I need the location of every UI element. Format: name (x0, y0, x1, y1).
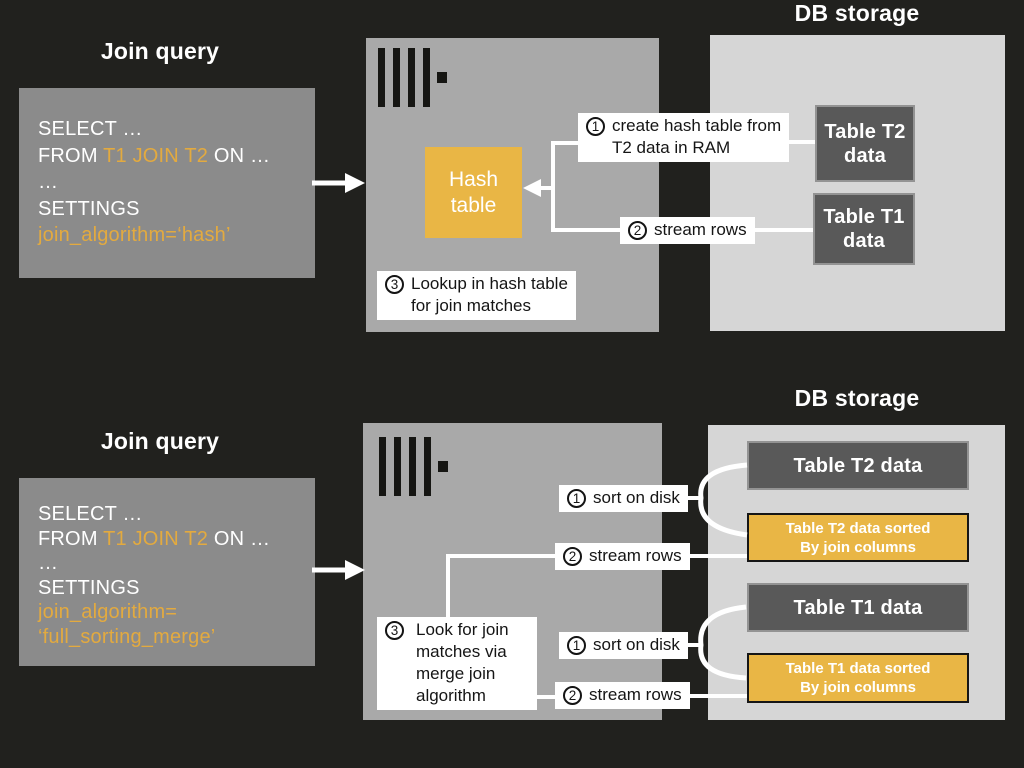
step-label-sort-on-disk-t1: 1 sort on disk (559, 632, 688, 659)
sql-settings-line: SETTINGS (38, 197, 140, 220)
circled-3-icon: 3 (385, 621, 404, 640)
top-db-storage-title: DB storage (794, 0, 920, 26)
logo-bar (424, 437, 431, 496)
bottom-join-query-title: Join query (100, 428, 220, 454)
step-text: stream rows (589, 546, 682, 565)
step-label-create-hash-table: 1 create hash table from T2 data in RAM (578, 113, 790, 162)
table-t2-data-box: Table T2 data (815, 105, 915, 182)
table-t1-data-sorted-box: Table T1 data sorted By join columns (747, 653, 969, 703)
top-join-query-title: Join query (100, 38, 220, 64)
sql-algorithm-line-1: join_algorithm= (38, 601, 178, 623)
circled-2-icon: 2 (563, 547, 582, 566)
step-label-sort-on-disk-t2: 1 sort on disk (559, 485, 688, 512)
circled-2-icon: 2 (563, 686, 582, 705)
logo-bar (378, 48, 385, 107)
table-t2-data-box: Table T2 data (747, 441, 969, 490)
step-label-stream-rows-t2: 2 stream rows (555, 543, 690, 570)
top-query-box (19, 88, 315, 278)
sql-join-tables: T1 JOIN T2 (103, 527, 209, 550)
query-to-server-arrowhead (345, 173, 365, 193)
logo-dot (438, 461, 448, 472)
bottom-db-storage-title: DB storage (794, 385, 920, 411)
table-t1-data-box: Table T1 data (813, 193, 915, 265)
sql-ellipsis-line: … (38, 552, 59, 574)
sql-from-line: FROM T1 JOIN T2 ON … (38, 144, 271, 167)
circled-1-icon: 1 (567, 489, 586, 508)
table-t1-data-box: Table T1 data (747, 583, 969, 632)
sql-from-line: FROM T1 JOIN T2 ON … (38, 527, 271, 550)
bottom-sql-code: SELECT … FROM T1 JOIN T2 ON … … SETTINGS… (38, 502, 270, 649)
clickhouse-logo-icon (378, 48, 448, 107)
bottom-query-box (19, 478, 315, 666)
hash-table-box: Hash table (425, 147, 522, 238)
logo-bar (394, 437, 401, 496)
logo-bar (408, 48, 415, 107)
top-sql-code: SELECT … FROM T1 JOIN T2 ON … … SETTINGS… (38, 116, 270, 249)
step-text: Look for join matches via merge join alg… (416, 620, 509, 705)
step-text: stream rows (589, 685, 682, 704)
circled-2-icon: 2 (628, 221, 647, 240)
step-text: Lookup in hash table for join matches (411, 274, 568, 315)
step-label-lookup-hash-table: 3 Lookup in hash table for join matches (377, 271, 576, 320)
logo-bar (423, 48, 430, 107)
logo-dot (437, 72, 447, 83)
logo-bar (393, 48, 400, 107)
table-t2-data-sorted-box: Table T2 data sorted By join columns (747, 513, 969, 562)
sql-select-line: SELECT … (38, 118, 143, 140)
logo-bar (379, 437, 386, 496)
sql-join-tables: T1 JOIN T2 (103, 144, 209, 167)
circled-3-icon: 3 (385, 275, 404, 294)
logo-bar (409, 437, 416, 496)
sql-ellipsis-line: … (38, 171, 59, 193)
step-label-merge-join: 3 Look for join matches via merge join a… (377, 617, 537, 710)
circled-1-icon: 1 (567, 636, 586, 655)
sql-settings-line: SETTINGS (38, 576, 140, 599)
step-text: stream rows (654, 220, 747, 239)
clickhouse-logo-icon (379, 437, 449, 496)
step-text: sort on disk (593, 635, 680, 654)
step-text: sort on disk (593, 488, 680, 507)
step-text: create hash table from T2 data in RAM (612, 116, 782, 157)
sql-algorithm-line: join_algorithm=‘hash’ (38, 224, 231, 246)
top-db-storage-box (710, 35, 1005, 331)
circled-1-icon: 1 (586, 117, 605, 136)
query-to-server-arrowhead (345, 560, 365, 580)
sql-algorithm-line-2: ‘full_sorting_merge’ (38, 625, 216, 648)
sql-select-line: SELECT … (38, 503, 143, 525)
step-label-stream-rows-t1: 2 stream rows (555, 682, 690, 709)
step-label-stream-rows: 2 stream rows (620, 217, 755, 244)
